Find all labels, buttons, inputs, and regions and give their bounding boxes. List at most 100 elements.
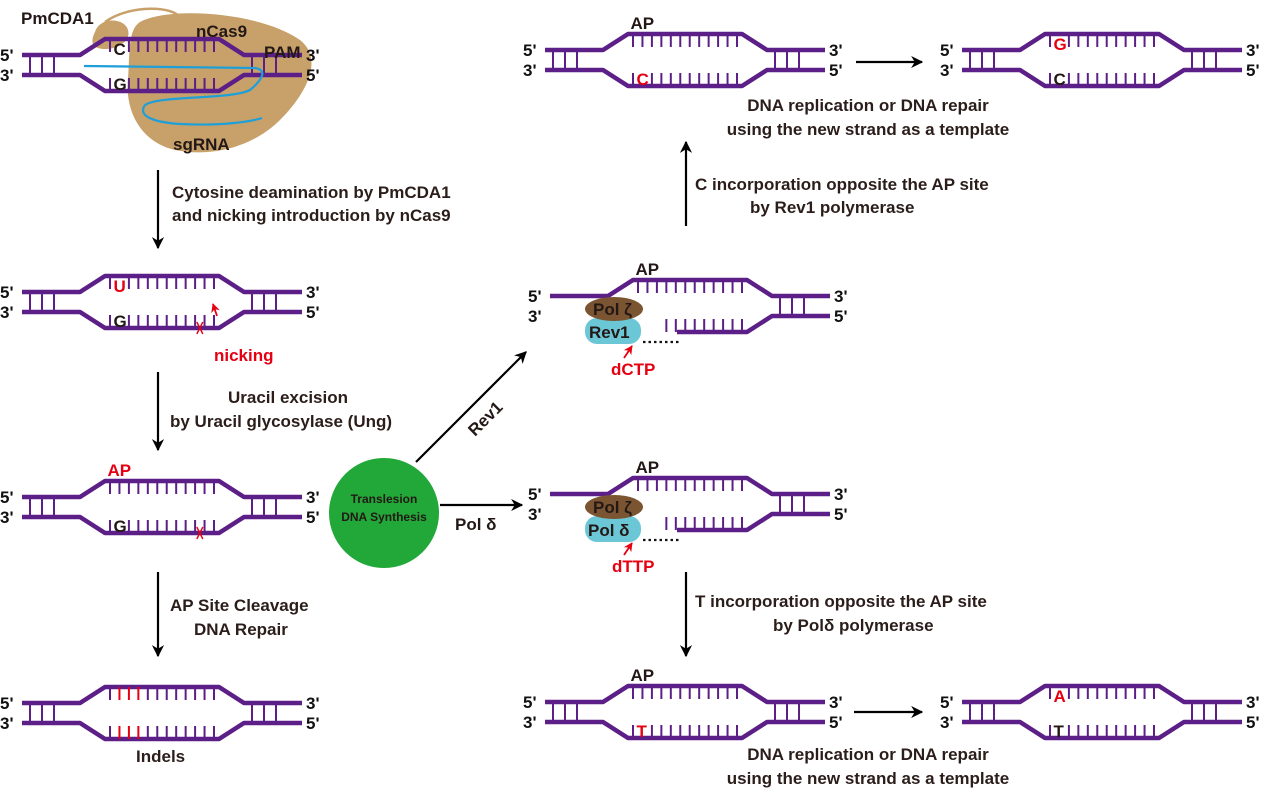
three-prime-label: 3' [940, 713, 954, 732]
five-prime-label: 5' [940, 41, 954, 60]
arrow1-line1: Cytosine deamination by PmCDA1 [172, 183, 451, 202]
pold-label: Pol δ [588, 521, 629, 540]
three-prime-label: 3' [1246, 41, 1260, 60]
dna-duplex-indels: 5'3'3'5' [0, 684, 320, 742]
five-prime-label: 5' [306, 66, 320, 85]
rev1-blob [585, 318, 641, 344]
five-prime-label: 5' [528, 485, 542, 504]
pol-zeta-label-rev1: Pol ζ [593, 300, 632, 319]
arrow3-line2: DNA Repair [194, 620, 288, 639]
nick-mark-icon [196, 321, 204, 335]
pol-zeta-label-pold: Pol ζ [593, 498, 632, 517]
five-prime-label: 5' [829, 61, 843, 80]
top-strand [550, 277, 830, 299]
three-prime-label: 3' [0, 508, 14, 527]
bottom-base-letter: T [1053, 722, 1064, 741]
five-prime-label: 5' [1246, 61, 1260, 80]
bottom-strand [22, 309, 302, 331]
arrow-rev1-branch [415, 351, 527, 463]
bottom-strand [22, 514, 302, 536]
tls-line2: DNA Synthesis [341, 510, 427, 524]
top-strand [550, 475, 830, 497]
dna-duplex-pold-final: AT5'3'3'5' [940, 683, 1260, 741]
bottom-base-letter: C [636, 70, 648, 89]
top-strand [22, 36, 302, 58]
three-prime-label: 3' [523, 713, 537, 732]
top-strand [22, 684, 302, 706]
bottom-strand [545, 719, 825, 741]
bottom-base-letter: C [1053, 70, 1065, 89]
nick-pointer-arrow [211, 303, 220, 317]
five-prime-label: 5' [0, 283, 14, 302]
tls-line1: Translesion [351, 492, 418, 506]
bottom-base-letter: G [113, 75, 126, 94]
three-prime-label: 3' [834, 485, 848, 504]
rev1-branch-label: Rev1 [464, 398, 506, 440]
five-prime-label: 5' [306, 508, 320, 527]
bottom-strand [677, 511, 830, 533]
bottom-strand [22, 720, 302, 742]
three-prime-label: 3' [0, 714, 14, 733]
five-prime-label: 5' [523, 41, 537, 60]
pold-down-line1: T incorporation opposite the AP site [695, 592, 987, 611]
pold-down-line2: by Polδ polymerase [773, 616, 934, 635]
top-base-letter: C [113, 40, 125, 59]
ap-site-label: AP [630, 666, 654, 685]
pol-zeta-blob-pold [585, 495, 643, 519]
five-prime-label: 5' [0, 488, 14, 507]
arrow3-line1: AP Site Cleavage [170, 596, 309, 615]
sgrna-label: sgRNA [173, 135, 230, 154]
five-prime-label: 5' [1246, 713, 1260, 732]
pmcda1-label: PmCDA1 [21, 9, 94, 28]
dna-duplex-step2: UG5'3'3'5' [0, 273, 320, 335]
five-prime-label: 5' [306, 714, 320, 733]
step1-cas9-complex: CG5'3'3'5' PmCDA1 nCas9 PAM sgRNA [0, 7, 320, 154]
three-prime-label: 3' [523, 61, 537, 80]
bottom-strand [962, 719, 1242, 741]
arrow1-line2: and nicking introduction by nCas9 [172, 206, 451, 225]
three-prime-label: 3' [528, 307, 542, 326]
five-prime-label: 5' [829, 713, 843, 732]
three-prime-label: 3' [829, 693, 843, 712]
ncas9-blob [127, 13, 312, 153]
ap-site-label: AP [635, 458, 659, 477]
three-prime-label: 3' [306, 488, 320, 507]
top-strand [545, 31, 825, 53]
five-prime-label: 5' [523, 693, 537, 712]
rev1-label: Rev1 [589, 323, 630, 342]
dna-duplex-pold-intermediate: AP5'3'3'5' [528, 458, 848, 533]
pold-blob [585, 516, 641, 542]
ap-site-label: AP [630, 14, 654, 33]
bottom-strand [545, 67, 825, 89]
five-prime-label: 5' [0, 46, 14, 65]
rev1-up-line1: C incorporation opposite the AP site [695, 175, 989, 194]
dctp-label: dCTP [611, 360, 655, 379]
bottom-strand [677, 313, 830, 335]
five-prime-label: 5' [940, 693, 954, 712]
top-strand [545, 683, 825, 705]
three-prime-label: 3' [834, 287, 848, 306]
top-strand [22, 478, 302, 500]
ap-site-label: AP [635, 260, 659, 279]
top-strand [22, 273, 302, 295]
five-prime-label: 5' [528, 287, 542, 306]
bottom-base-letter: G [113, 517, 126, 536]
three-prime-label: 3' [0, 66, 14, 85]
three-prime-label: 3' [306, 46, 320, 65]
arrow2-line2: by Uracil glycosylase (Ung) [170, 412, 392, 431]
pold-caption-line1: DNA replication or DNA repair [747, 745, 989, 764]
nicking-label: nicking [214, 346, 274, 365]
dctp-pointer-arrow [623, 345, 633, 359]
bottom-strand [962, 67, 1242, 89]
dna-duplex-rev1-intermediate: AP5'3'3'5' [528, 260, 848, 335]
pol-zeta-blob-rev1 [585, 297, 643, 321]
dna-duplex-rev1-final: GC5'3'3'5' [940, 31, 1260, 89]
rev1-up-line2: by Rev1 polymerase [750, 198, 914, 217]
ap-site-label: AP [107, 461, 131, 480]
top-base-letter: A [1053, 687, 1065, 706]
three-prime-label: 3' [940, 61, 954, 80]
nick-mark-icon [196, 526, 204, 540]
rev1-caption-line2: using the new strand as a template [727, 120, 1009, 139]
five-prime-label: 5' [834, 307, 848, 326]
